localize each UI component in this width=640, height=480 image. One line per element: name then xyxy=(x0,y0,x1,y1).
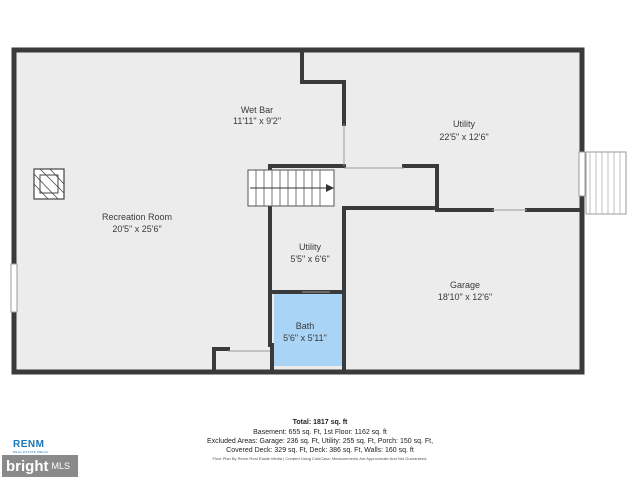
windows xyxy=(10,151,586,313)
floor-plan-credit: Floor Plan By Renm Real Estate Media | C… xyxy=(212,456,428,461)
room-name-garage: Garage xyxy=(450,280,480,290)
room-dims-garage: 18'10" x 12'6" xyxy=(438,292,492,302)
bright-logo-text: bright xyxy=(6,457,49,475)
floor-plan: Wet Bar 11'11" x 9'2" Utility 22'5" x 12… xyxy=(10,47,627,375)
porch xyxy=(585,151,627,215)
mls-logo-text: MLS xyxy=(51,461,71,471)
room-dims-wet-bar: 11'11" x 9'2" xyxy=(233,116,281,126)
room-name-utility: Utility xyxy=(453,119,475,129)
room-dims-bath: 5'6" x 5'11" xyxy=(283,333,327,343)
interior-walls xyxy=(212,50,584,374)
area-breakdown: Basement: 655 sq. Ft, 1st Floor: 1162 sq… xyxy=(253,429,387,436)
exterior-walls xyxy=(11,47,585,375)
renm-logo-subtitle: REAL ESTATE MEDIA xyxy=(13,450,49,454)
room-name-small-utility: Utility xyxy=(299,242,321,252)
excluded-areas-continued: Covered Deck: 329 sq. Ft, Deck: 386 sq. … xyxy=(226,447,414,454)
renm-logo: RENM xyxy=(13,439,45,450)
room-name-recreation-room: Recreation Room xyxy=(102,212,172,222)
room-name-bath: Bath xyxy=(296,321,315,331)
room-name-wet-bar: Wet Bar xyxy=(241,105,273,115)
room-dims-small-utility: 5'5" x 6'6" xyxy=(290,254,329,264)
stairs xyxy=(247,169,335,207)
door-openings xyxy=(228,124,527,352)
area-summary: Total: 1817 sq. ft Basement: 655 sq. Ft,… xyxy=(0,418,640,463)
fireplace-icon xyxy=(33,168,65,200)
excluded-areas: Excluded Areas: Garage: 236 sq. Ft, Util… xyxy=(206,438,434,445)
room-dims-utility: 22'5" x 12'6" xyxy=(439,132,488,142)
bright-mls-logo: bright MLS xyxy=(2,455,78,477)
bath-fill xyxy=(274,294,342,366)
room-dims-recreation-room: 20'5" x 25'6" xyxy=(112,224,161,234)
total-area: Total: 1817 sq. ft xyxy=(292,419,348,426)
